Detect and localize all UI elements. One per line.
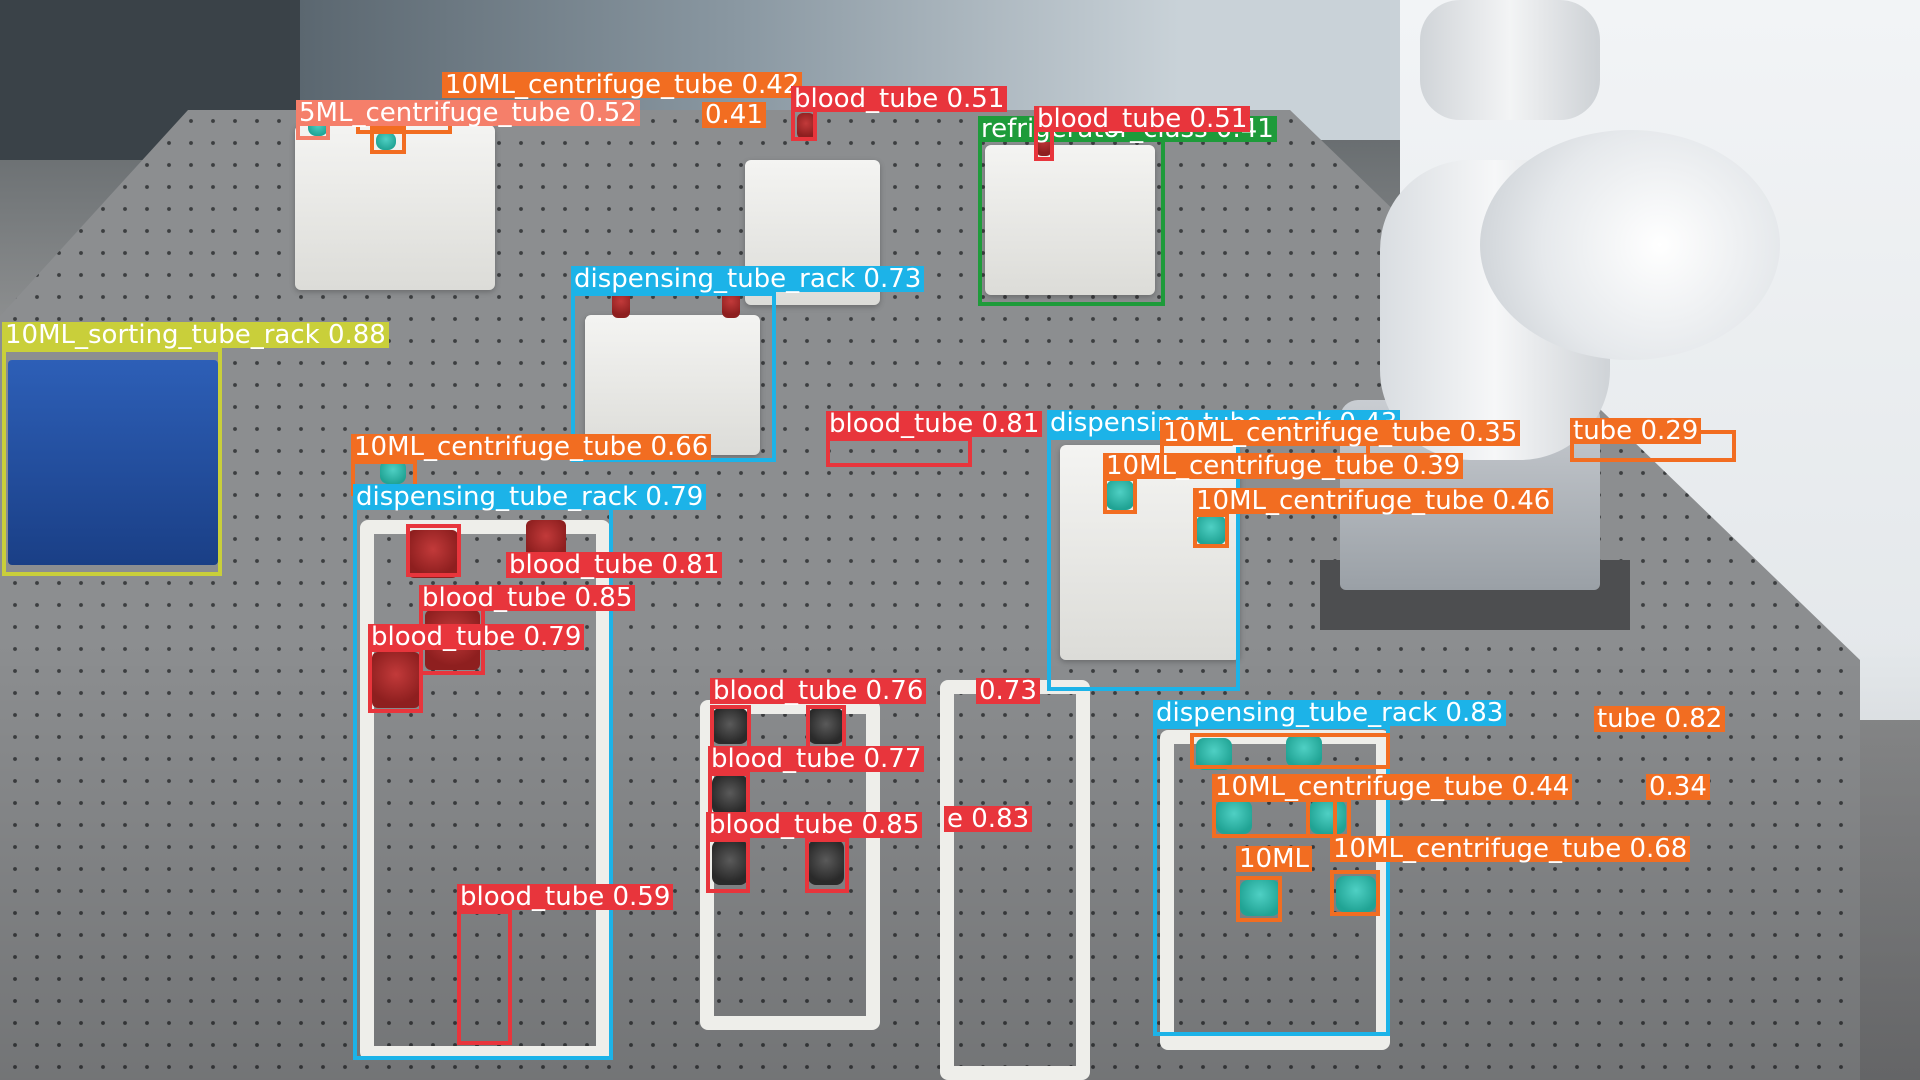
- blood-tube-cap: [712, 775, 748, 815]
- detection-blood-tube-l3-label: blood_tube 0.79: [368, 624, 585, 650]
- detection-blood-tube-bottom-label: blood_tube 0.59: [457, 884, 674, 910]
- detection-10ml-centrifuge-tube-top-b-label: 0.41: [702, 102, 766, 128]
- detection-10ml-centrifuge-tube-f3-label: 0.34: [1646, 774, 1710, 800]
- detection-10ml-centrifuge-tube-f2-label: 10ML_centrifuge_tube 0.44: [1212, 774, 1573, 800]
- centrifuge-tube-cap: [380, 460, 406, 484]
- detection-blood-tube-m2-label: 0.73: [976, 678, 1040, 704]
- centrifuge-tube-cap: [1310, 800, 1346, 834]
- detection-10ml-centrifuge-tube-f4-box: [1330, 870, 1380, 916]
- detection-10ml-centrifuge-tube-r3-box: [1193, 513, 1229, 548]
- detection-blood-tube-l3-box: [368, 648, 423, 713]
- robot-arm-joint: [1480, 130, 1780, 360]
- detection-10ml-centrifuge-tube-f1-label: tube 0.82: [1594, 706, 1726, 732]
- blood-tube-cap: [808, 840, 844, 885]
- detection-blood-tube-m5-label: e 0.83: [944, 806, 1033, 832]
- detection-10ml-centrifuge-tube-f1-box: [1190, 733, 1390, 769]
- detection-10ml-centrifuge-tube-r2-box: [1103, 477, 1137, 514]
- blood-tube-cap: [712, 840, 748, 885]
- detection-blood-tube-top-b-label: blood_tube 0.51: [1034, 106, 1251, 132]
- blood-tube-cap: [408, 530, 458, 578]
- detection-dispensing-rack-back-box: [571, 292, 776, 462]
- blood-tube-cap: [808, 708, 844, 744]
- detection-10ml-centrifuge-tube-f4-label: 10ML_centrifuge_tube 0.68: [1330, 836, 1691, 862]
- detection-10ml-centrifuge-tube-f5-box: [1236, 876, 1282, 922]
- white-rack-frame-center: [940, 680, 1090, 1080]
- detection-sorting-rack-label: 10ML_sorting_tube_rack 0.88: [2, 322, 389, 348]
- detection-blood-tube-m3-label: blood_tube 0.77: [708, 746, 925, 772]
- detection-10ml-centrifuge-tube-f2-box: [1212, 798, 1337, 838]
- detection-10ml-centrifuge-tube-r0-label: tube 0.29: [1570, 418, 1702, 444]
- blood-tube-cap: [797, 113, 815, 139]
- detection-blood-tube-l2-label: blood_tube 0.85: [419, 585, 636, 611]
- detection-blood-tube-m4-box: [706, 838, 750, 893]
- centrifuge-tube-cap: [1106, 480, 1134, 510]
- centrifuge-tube-cap: [1240, 880, 1280, 916]
- detection-dispensing-rack-front-label: dispensing_tube_rack 0.83: [1153, 700, 1507, 726]
- blood-tube-cap: [712, 708, 748, 744]
- detection-10ml-centrifuge-tube-r3-label: 10ML_centrifuge_tube 0.46: [1193, 488, 1554, 514]
- centrifuge-tube-cap: [1196, 738, 1232, 770]
- blue-sorting-rack: [8, 360, 218, 565]
- detection-5ml-centrifuge-tube-label: 5ML_centrifuge_tube 0.52: [296, 100, 640, 126]
- detection-blood-tube-m5-box: [805, 838, 849, 893]
- blood-tube-cap: [372, 652, 420, 708]
- detection-dispensing-rack-back-label: dispensing_tube_rack 0.73: [571, 266, 925, 292]
- detection-blood-tube-m1-label: blood_tube 0.76: [710, 678, 927, 704]
- detection-blood-tube-top-a-label: blood_tube 0.51: [791, 86, 1008, 112]
- white-rack-refrigerator: [985, 145, 1155, 295]
- detection-10ml-centrifuge-tube-top-label: 10ML_centrifuge_tube 0.42: [442, 72, 803, 98]
- blood-tube-cap: [722, 290, 740, 318]
- detection-blood-tube-lying-box: [826, 437, 972, 467]
- detection-refrigerator-box: [978, 133, 1165, 306]
- centrifuge-tube-cap: [1336, 876, 1376, 912]
- centrifuge-tube-cap: [376, 132, 396, 150]
- detection-10ml-centrifuge-tube-top-b-box: [370, 126, 406, 154]
- white-rack-dispensing-right: [1060, 445, 1240, 660]
- detection-10ml-centrifuge-tube-r2-label: 10ML_centrifuge_tube 0.39: [1103, 453, 1464, 479]
- centrifuge-tube-cap: [1286, 735, 1322, 767]
- detection-dispensing-rack-front-box: [1153, 725, 1390, 1036]
- blood-tube-cap: [612, 290, 630, 318]
- white-rack-dispensing-back: [585, 315, 760, 455]
- detection-10ml-centrifuge-tube-left-label: 10ML_centrifuge_tube 0.66: [351, 434, 712, 460]
- detection-10ml-centrifuge-tube-r1-label: 10ML_centrifuge_tube 0.35: [1160, 420, 1521, 446]
- robot-arm-upper-link: [1420, 0, 1600, 120]
- detection-blood-tube-m4-label: blood_tube 0.85: [706, 812, 923, 838]
- centrifuge-tube-cap: [1216, 800, 1252, 834]
- detection-dispensing-rack-right-box: [1047, 436, 1240, 691]
- detection-sorting-rack-box: [2, 348, 222, 576]
- detection-blood-tube-l1-label: blood_tube 0.81: [506, 552, 723, 578]
- detection-blood-tube-lying-label: blood_tube 0.81: [826, 411, 1043, 437]
- detection-10ml-centrifuge-tube-f3-box: [1306, 798, 1351, 838]
- detection-blood-tube-l1-box: [406, 524, 461, 577]
- centrifuge-tube-cap: [1196, 515, 1226, 545]
- detection-dispensing-rack-left-label: dispensing_tube_rack 0.79: [353, 484, 707, 510]
- detection-10ml-centrifuge-tube-f5-label: 10ML: [1236, 846, 1313, 872]
- detection-blood-tube-bottom-box: [457, 910, 512, 1045]
